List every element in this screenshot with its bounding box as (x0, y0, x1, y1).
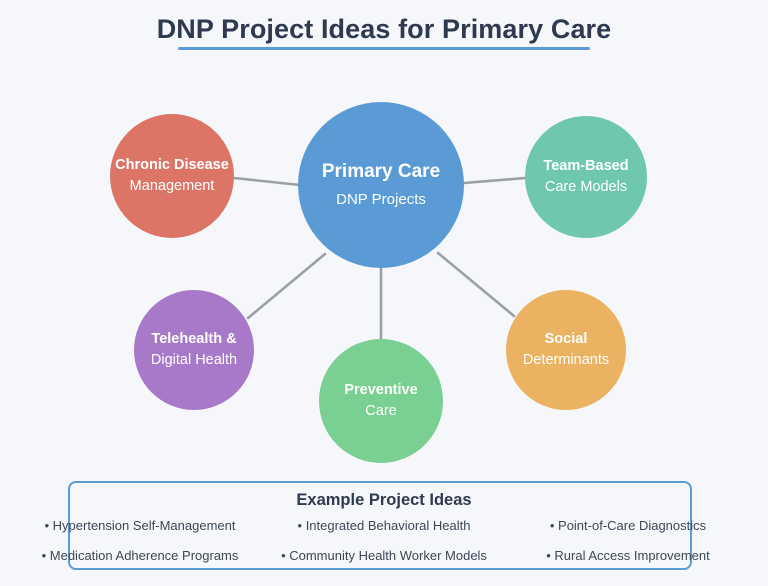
node-preventive-care-subtitle: Care (365, 403, 397, 419)
node-telehealth-title: Telehealth & (151, 331, 237, 347)
node-social-determinants-subtitle: Determinants (522, 352, 610, 368)
connector-center-to-chronic (232, 176, 302, 187)
page-title: DNP Project Ideas for Primary Care (156, 14, 612, 44)
node-social-determinants-title: Social (544, 331, 588, 347)
node-preventive-care[interactable]: Preventive Care (319, 339, 443, 463)
list-item: • Medication Adherence Programs (41, 548, 239, 563)
node-primary-care-title: Primary Care (321, 160, 441, 182)
list-item: • Rural Access Improvement (546, 548, 710, 563)
example-project-ideas-heading: Example Project Ideas (296, 491, 472, 509)
node-chronic-disease[interactable]: Chronic Disease Management (110, 114, 234, 238)
title-underline (178, 47, 590, 50)
node-team-based-title: Team-Based (543, 158, 629, 174)
connector-center-to-telehealth (246, 252, 327, 320)
node-telehealth[interactable]: Telehealth & Digital Health (134, 290, 254, 410)
list-item: • Point-of-Care Diagnostics (549, 518, 707, 533)
node-team-based-subtitle: Care Models (544, 179, 628, 195)
example-project-ideas-list: • Hypertension Self-Management • Integra… (18, 515, 750, 567)
list-item: • Integrated Behavioral Health (297, 518, 471, 533)
node-primary-care[interactable]: Primary Care DNP Projects (298, 102, 464, 268)
title-block: DNP Project Ideas for Primary Care (0, 12, 768, 46)
node-chronic-disease-title: Chronic Disease (115, 157, 229, 173)
list-item: • Hypertension Self-Management (44, 518, 236, 533)
example-project-ideas-box (68, 481, 692, 570)
node-team-based[interactable]: Team-Based Care Models (525, 116, 647, 238)
node-primary-care-subtitle: DNP Projects (336, 190, 426, 208)
node-chronic-disease-subtitle: Management (129, 178, 215, 194)
node-preventive-care-title: Preventive (344, 382, 418, 398)
node-telehealth-subtitle: Digital Health (150, 352, 238, 368)
connector-center-to-team (462, 176, 527, 185)
connector-center-to-social (436, 251, 516, 318)
node-social-determinants[interactable]: Social Determinants (506, 290, 626, 410)
list-item: • Community Health Worker Models (281, 548, 487, 563)
